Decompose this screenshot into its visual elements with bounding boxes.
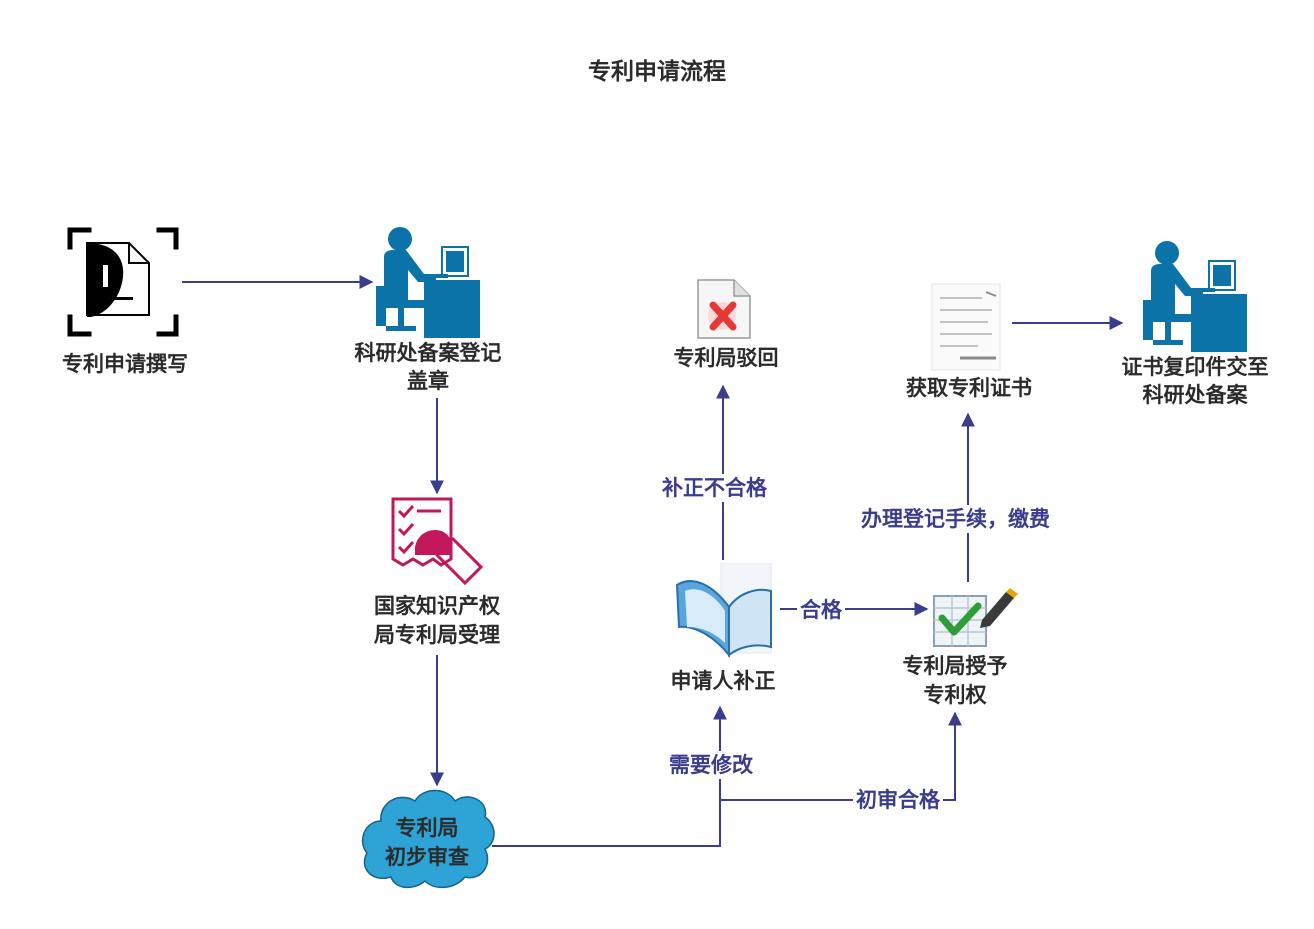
node-accept-label-line1: 国家知识产权 bbox=[374, 594, 500, 618]
certificate-document-icon bbox=[931, 283, 1001, 371]
edge-label-pass: 合格 bbox=[797, 596, 845, 624]
node-prelim-label-line2: 初步审查 bbox=[385, 845, 469, 869]
node-correct-label: 申请人补正 bbox=[670, 669, 776, 693]
diagram-title: 专利申请流程 bbox=[588, 59, 726, 85]
node-archive-label-line1: 证书复印件交至 bbox=[1121, 355, 1269, 379]
node-accept-label-line2: 局专利局受理 bbox=[374, 623, 500, 647]
node-grant-label-line1: 专利局授予 bbox=[902, 654, 1008, 678]
cloud-icon bbox=[361, 789, 495, 889]
approval-pen-icon bbox=[933, 588, 1018, 647]
node-register-label-line2: 盖章 bbox=[407, 369, 449, 393]
open-book-icon bbox=[675, 563, 772, 658]
node-grant-label-line2: 专利权 bbox=[923, 683, 987, 707]
node-write-label: 专利申请撰写 bbox=[62, 352, 188, 376]
document-frame-icon bbox=[67, 227, 179, 337]
rejected-document-icon bbox=[697, 279, 751, 339]
edge-label-register-fee: 办理登记手续，缴费 bbox=[858, 505, 1053, 533]
edge-label-prelim-pass: 初审合格 bbox=[853, 786, 943, 814]
receipt-checklist-icon bbox=[391, 497, 484, 586]
person-at-desk-icon bbox=[376, 227, 480, 338]
person-at-desk-icon bbox=[1143, 241, 1247, 352]
edge-label-needs-revision: 需要修改 bbox=[666, 751, 756, 779]
node-archive-label-line2: 科研处备案 bbox=[1142, 383, 1248, 407]
edge-prelim-to-grant bbox=[720, 711, 962, 801]
node-certificate-label: 获取专利证书 bbox=[906, 376, 1032, 400]
node-register-label-line1: 科研处备案登记 bbox=[354, 341, 502, 365]
node-prelim-label-line1: 专利局 bbox=[395, 816, 459, 840]
node-reject-label: 专利局驳回 bbox=[673, 346, 779, 370]
edge-label-correction-fail: 补正不合格 bbox=[659, 474, 770, 502]
